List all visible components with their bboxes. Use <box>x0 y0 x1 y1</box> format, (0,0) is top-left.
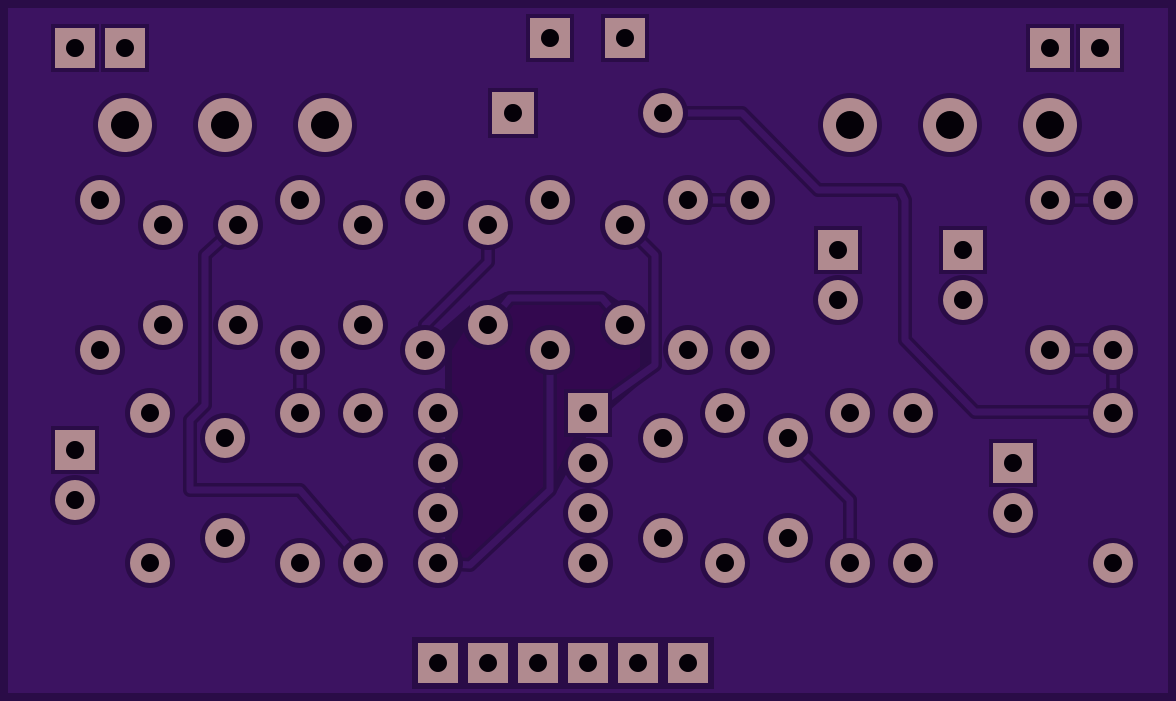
round-pad <box>338 200 388 250</box>
header-outline <box>412 637 714 689</box>
round-pad <box>463 300 513 350</box>
pot-pad <box>918 93 982 157</box>
round-pad <box>75 175 125 225</box>
round-pad <box>725 175 775 225</box>
round-pad <box>138 300 188 350</box>
round-pad <box>888 538 938 588</box>
round-pad <box>563 438 613 488</box>
round-pad <box>400 325 450 375</box>
round-pad <box>638 88 688 138</box>
round-pad <box>763 413 813 463</box>
round-pad <box>825 538 875 588</box>
round-pad <box>563 538 613 588</box>
trace <box>659 109 1117 416</box>
round-pad <box>1088 325 1138 375</box>
round-pad <box>1025 175 1075 225</box>
round-pad <box>888 388 938 438</box>
square-pad <box>564 389 612 437</box>
round-pad <box>200 413 250 463</box>
pot-pad <box>293 93 357 157</box>
round-pad <box>275 388 325 438</box>
pot-pad <box>93 93 157 157</box>
square-pad <box>564 639 612 687</box>
round-pad <box>600 200 650 250</box>
round-pad <box>1025 325 1075 375</box>
round-pad <box>125 538 175 588</box>
trace <box>186 221 367 567</box>
round-pad <box>213 200 263 250</box>
square-pad <box>614 639 662 687</box>
square-pad <box>488 88 538 138</box>
round-pad <box>50 475 100 525</box>
round-pad <box>413 388 463 438</box>
round-pad <box>638 513 688 563</box>
round-pad <box>600 300 650 350</box>
round-pad <box>763 513 813 563</box>
round-pad <box>725 325 775 375</box>
square-pad <box>464 639 512 687</box>
pot-pad <box>193 93 257 157</box>
square-pad <box>989 439 1037 487</box>
round-pad <box>213 300 263 350</box>
pot-pad <box>1018 93 1082 157</box>
round-pad <box>400 175 450 225</box>
round-pad <box>813 275 863 325</box>
pad-layer <box>50 14 1138 689</box>
round-pad <box>1088 538 1138 588</box>
round-pad <box>525 325 575 375</box>
square-pad <box>51 426 99 474</box>
square-pad <box>514 639 562 687</box>
round-pad <box>1088 175 1138 225</box>
round-pad <box>338 300 388 350</box>
round-pad <box>638 413 688 463</box>
round-pad <box>700 388 750 438</box>
square-pad <box>1026 24 1074 72</box>
square-pad <box>601 14 649 62</box>
square-pad <box>51 24 99 72</box>
round-pad <box>200 513 250 563</box>
round-pad <box>825 388 875 438</box>
round-pad <box>275 325 325 375</box>
square-pad <box>664 639 712 687</box>
round-pad <box>700 538 750 588</box>
round-pad <box>663 175 713 225</box>
square-pad <box>414 639 462 687</box>
round-pad <box>463 200 513 250</box>
round-pad <box>125 388 175 438</box>
round-pad <box>338 388 388 438</box>
square-pad <box>526 14 574 62</box>
round-pad <box>525 175 575 225</box>
square-pad <box>1076 24 1124 72</box>
square-pad <box>101 24 149 72</box>
round-pad <box>1088 388 1138 438</box>
round-pad <box>938 275 988 325</box>
round-pad <box>275 538 325 588</box>
pot-pad <box>818 93 882 157</box>
square-pad <box>939 226 987 274</box>
round-pad <box>663 325 713 375</box>
round-pad <box>75 325 125 375</box>
round-pad <box>413 538 463 588</box>
round-pad <box>563 488 613 538</box>
round-pad <box>275 175 325 225</box>
round-pad <box>413 488 463 538</box>
round-pad <box>413 438 463 488</box>
round-pad <box>338 538 388 588</box>
square-pad <box>814 226 862 274</box>
round-pad <box>988 488 1038 538</box>
round-pad <box>138 200 188 250</box>
